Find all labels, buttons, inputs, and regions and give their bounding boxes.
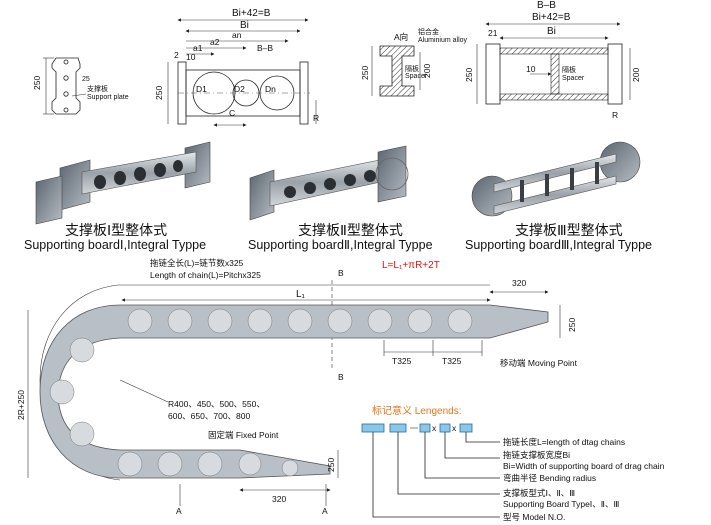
product-3-title-en: Supporting boardⅢ,Integral Typpe — [465, 238, 652, 252]
a-mark-right: A — [322, 506, 328, 516]
alloy-label-en: Aluminium alloy — [418, 37, 468, 44]
front-2: 2 — [174, 50, 179, 60]
b-mark-bottom: B — [338, 372, 344, 382]
section-10: 10 — [526, 64, 536, 74]
section-h200: 200 — [631, 68, 641, 82]
front-section-label: B–B — [257, 43, 273, 53]
profile-h200: 200 — [422, 64, 432, 78]
product-type-2-image — [249, 145, 409, 221]
legend-item-length: 拖链长度L=length of dtag chains — [503, 437, 625, 447]
height-2r250: 2R+250 — [16, 390, 26, 420]
profile-spacer-en: Spacer — [405, 73, 428, 80]
section-h250: 250 — [464, 68, 474, 82]
section-inner-width: Bi — [547, 26, 556, 37]
front-width-total: Bi+42=B — [232, 8, 271, 19]
a-direction-label: A向 — [394, 32, 408, 42]
legend-item-model: 型号 Model N.O. — [503, 512, 565, 522]
front-view-drawing: Bi+42=B Bi an a2 a1 10 2 B–B D1 D2 Dn C … — [154, 8, 319, 127]
moving-point-label: 移动端 Moving Point — [500, 358, 578, 368]
section-width-total: Bi+42=B — [532, 12, 571, 23]
aluminium-profile-drawing: A向 铝合金 Aluminium alloy 隔板 Spacer 250 200 — [360, 27, 468, 97]
legend-x1: x — [432, 423, 437, 433]
section-title: B–B — [537, 0, 556, 11]
front-inner-width: Bi — [240, 20, 249, 31]
product-3-title-cn: 支撑板Ⅲ型整体式 — [515, 222, 623, 238]
fixed-point-label: 固定端 Fixed Point — [208, 430, 279, 440]
d320-top: 320 — [512, 278, 526, 288]
legend-box-model — [361, 423, 385, 433]
chain-layout-diagram: 拖链全长(L)=链节数x325 Length of chain(L)=Pitch… — [16, 258, 578, 516]
l1-label: L₁ — [296, 289, 306, 300]
support-plate-drawing: 250 25 支撑板 Support plate — [32, 57, 129, 115]
legend-box-width — [439, 423, 451, 433]
legend: 标记意义 Lengends: x x 拖链长度L=length of dtag … — [361, 404, 665, 522]
product-2-title-cn: 支撑板Ⅱ型整体式 — [298, 222, 403, 238]
front-a2: a2 — [210, 37, 220, 47]
legend-title: 标记意义 Lengends: — [372, 404, 462, 417]
section-spacer-cn: 隔板 — [562, 65, 576, 74]
legend-box-length — [459, 423, 473, 433]
section-bb-drawing: B–B Bi+42=B 21 Bi 10 隔板 Spacer 250 200 R — [464, 0, 641, 120]
front-an: an — [232, 30, 242, 40]
support-plate-label-en: Support plate — [87, 94, 129, 101]
section-21: 21 — [488, 28, 498, 38]
front-a1: a1 — [193, 43, 203, 53]
b-mark-top: B — [338, 268, 344, 278]
a-mark-left: A — [176, 506, 182, 516]
profile-spacer-cn: 隔板 — [405, 64, 419, 73]
plate-hole-dim: 25 — [82, 76, 90, 83]
profile-h250: 250 — [360, 66, 370, 80]
plate-height-label: 250 — [32, 76, 42, 90]
hole-d1: D1 — [196, 84, 207, 94]
legend-item-type-cn: 支撑板型式Ⅰ、Ⅱ、Ⅲ — [503, 488, 575, 498]
support-plate-label-cn: 支撑板 — [87, 84, 108, 93]
product-type-3-image — [471, 141, 641, 217]
legend-box-radius — [419, 423, 431, 433]
t325-a: T325 — [392, 356, 412, 366]
section-r: R — [612, 110, 618, 120]
product-1-title-cn: 支撑板Ⅰ型整体式 — [65, 222, 167, 238]
hole-dn: Dn — [265, 84, 276, 94]
front-10: 10 — [186, 52, 196, 62]
d250-right: 250 — [567, 318, 577, 332]
front-r: R — [313, 113, 319, 123]
product-1-title-en: Supporting boardⅠ,Integral Typpe — [24, 238, 206, 252]
section-spacer-en: Spacer — [562, 75, 585, 82]
radius-values-2: 600、650、700、800 — [168, 411, 251, 421]
alloy-label-cn: 铝合金 — [418, 27, 439, 36]
front-height: 250 — [154, 86, 164, 100]
legend-item-radius: 弯曲半径 Bending radius — [503, 473, 596, 483]
chain-formula: L=L₁+πR+2T — [382, 260, 440, 271]
product-2-title-en: Supporting boardⅡ,Integral Typpe — [248, 238, 433, 252]
legend-box-type — [389, 423, 407, 433]
radius-values-1: R400、450、500、550、 — [168, 399, 265, 409]
d250-bottom: 250 — [326, 458, 336, 472]
chain-length-en: Length of chain(L)=Pitchx325 — [150, 270, 261, 280]
legend-item-width-en: Bi=Width of supporting board of drag cha… — [503, 461, 665, 471]
legend-item-width-cn: 拖链支撑板宽度Bi — [503, 450, 570, 460]
chain-length-cn: 拖链全长(L)=链节数x325 — [150, 258, 244, 268]
legend-item-type-en: Supporting Board TypeⅠ、Ⅱ、Ⅲ — [503, 499, 619, 509]
legend-x2: x — [452, 423, 457, 433]
d320-bottom: 320 — [272, 494, 286, 504]
product-type-1-image — [35, 141, 211, 225]
t325-b: T325 — [442, 356, 462, 366]
hole-d2: D2 — [234, 84, 245, 94]
hole-c: C — [229, 108, 235, 118]
